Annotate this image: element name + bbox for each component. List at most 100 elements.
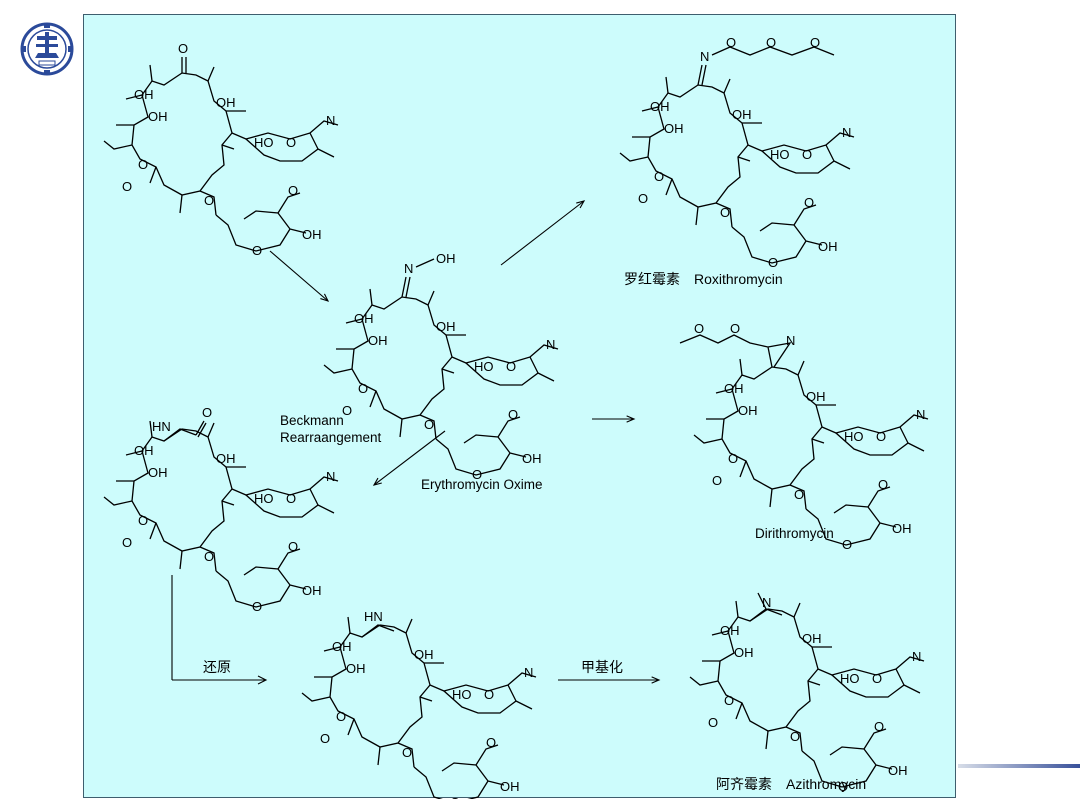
dirithromycin-n-oxazine: N <box>786 333 795 348</box>
erythromycin-a-o-glycoside: O <box>204 193 214 208</box>
lactam-intermediate-o-glycoside: O <box>204 549 214 564</box>
roxithromycin-o-sugar-2: O <box>768 255 778 270</box>
erythromycin-oxime-oh-1: OH <box>354 311 374 326</box>
university-seal-icon <box>20 22 74 76</box>
reduced-amine-oh-2: OH <box>346 661 366 676</box>
azithromycin-o-methoxy: O <box>874 719 884 734</box>
azithromycin-label: 阿齐霉素 Azithromycin <box>716 776 867 792</box>
reduced-amine-o-carbonyl: O <box>320 731 330 746</box>
azithromycin-ho-sugar: HO <box>840 671 860 686</box>
beckmann-label-line1: Beckmann <box>280 413 344 428</box>
beckmann-label-line2: Rearraangement <box>280 430 382 445</box>
erythromycin-oxime-oh-2: OH <box>368 333 388 348</box>
erythromycin-oxime-n-dimethyl: N <box>546 337 555 352</box>
arrow-methylation <box>558 676 661 684</box>
roxithromycin-o-glycoside: O <box>720 205 730 220</box>
roxithromycin-oh-sugar: OH <box>818 239 838 254</box>
lactam-intermediate-o-sugar-1: O <box>286 491 296 506</box>
lactam-intermediate-o-ring: O <box>138 513 148 528</box>
azithromycin-o-carbonyl: O <box>708 715 718 730</box>
dirithromycin-oh-sugar: OH <box>892 521 912 536</box>
erythromycin-oxime-n-oxime: N <box>404 261 413 276</box>
erythromycin-oxime-oh-3: OH <box>436 319 456 334</box>
dirithromycin-o-sugar-1: O <box>876 429 886 444</box>
roxithromycin-label: 罗红霉素 Roxithromycin <box>624 271 783 287</box>
reduced-amine-o-sugar-2: O <box>450 795 460 799</box>
dirithromycin-ho-sugar: HO <box>844 429 864 444</box>
dirithromycin-n-dimethyl: N <box>916 407 925 422</box>
erythromycin-a-oh-1: OH <box>134 87 154 102</box>
azithromycin-o-sugar-2: O <box>838 779 848 794</box>
arrow-to-dirithromycin <box>592 415 636 423</box>
erythromycin-oxime-oh-sugar: OH <box>522 451 542 466</box>
azithromycin-n-dimethyl: N <box>912 649 921 664</box>
reduced-amine-oh-1: OH <box>332 639 352 654</box>
azithromycin-o-sugar-1: O <box>872 671 882 686</box>
lactam-intermediate-o-lactam: O <box>202 405 212 420</box>
roxithromycin-o-carbonyl: O <box>638 191 648 206</box>
lactam-intermediate-oh-3: OH <box>216 451 236 466</box>
erythromycin-oxime-o-ring: O <box>358 381 368 396</box>
reduced-amine-ho-sugar: HO <box>452 687 472 702</box>
erythromycin-oxime-o-sugar-2: O <box>472 467 482 482</box>
roxithromycin-oh-1: OH <box>650 99 670 114</box>
erythromycin-a-oh-sugar: OH <box>302 227 322 242</box>
lactam-intermediate-oh-sugar: OH <box>302 583 322 598</box>
lactam-intermediate-o-methoxy: O <box>288 539 298 554</box>
erythromycin-oxime-o-sugar-1: O <box>506 359 516 374</box>
reduced-amine-o-sugar-1: O <box>484 687 494 702</box>
azithromycin-oh-2: OH <box>734 645 754 660</box>
arrow-to-oxime <box>269 250 330 302</box>
lactam-intermediate-ho-sugar: HO <box>254 491 274 506</box>
dirithromycin-oh-3: OH <box>806 389 826 404</box>
dirithromycin-label: Dirithromycin <box>755 526 834 541</box>
roxithromycin-oh-3: OH <box>732 107 752 122</box>
erythromycin-oxime-oh-oxime: OH <box>436 251 456 266</box>
azithromycin-o-glycoside: O <box>790 729 800 744</box>
erythromycin-a-o-sugar-2: O <box>252 243 262 258</box>
lactam-intermediate-o-carbonyl: O <box>122 535 132 550</box>
reduced-amine-hn-amine: HN <box>364 609 383 624</box>
lactam-intermediate-hn-lactam: HN <box>152 419 171 434</box>
dirithromycin-o-glycoside: O <box>794 487 804 502</box>
dirithromycin-o-sugar-2: O <box>842 537 852 552</box>
roxithromycin-o-ether-2: O <box>766 35 776 50</box>
lactam-intermediate-oh-2: OH <box>148 465 168 480</box>
footer-divider <box>958 764 1080 768</box>
lactam-intermediate-oh-1: OH <box>134 443 154 458</box>
azithromycin-oh-3: OH <box>802 631 822 646</box>
erythromycin-a-oh-3: OH <box>216 95 236 110</box>
methylation-label: 甲基化 <box>581 659 623 675</box>
erythromycin-a-ho-sugar: HO <box>254 135 274 150</box>
reduced-amine-oh-3: OH <box>414 647 434 662</box>
dirithromycin-o-carbonyl: O <box>712 473 722 488</box>
erythromycin-a-o-ketone: O <box>178 41 188 56</box>
dirithromycin-o-chain-1: O <box>730 321 740 336</box>
reduction-label: 还原 <box>203 659 231 675</box>
reduced-amine-o-glycoside: O <box>402 745 412 760</box>
roxithromycin-o-ring: O <box>654 169 664 184</box>
roxithromycin-oh-2: OH <box>664 121 684 136</box>
erythromycin-a-n-dimethyl: N <box>326 113 335 128</box>
roxithromycin-ho-sugar: HO <box>770 147 790 162</box>
reduced-amine-n-dimethyl: N <box>524 665 533 680</box>
erythromycin-oxime-ho-sugar: HO <box>474 359 494 374</box>
roxithromycin-o-sugar-1: O <box>802 147 812 162</box>
lactam-intermediate-o-sugar-2: O <box>252 599 262 614</box>
azithromycin-oh-1: OH <box>720 623 740 638</box>
azithromycin-n-methyl: N <box>762 595 771 610</box>
azithromycin-oh-sugar: OH <box>888 763 908 778</box>
erythromycin-a-o-ring: O <box>138 157 148 172</box>
roxithromycin-n-dimethyl: N <box>842 125 851 140</box>
roxithromycin-n-oxime: N <box>700 49 709 64</box>
roxithromycin-o-methoxy: O <box>804 195 814 210</box>
dirithromycin-oh-1: OH <box>724 381 744 396</box>
